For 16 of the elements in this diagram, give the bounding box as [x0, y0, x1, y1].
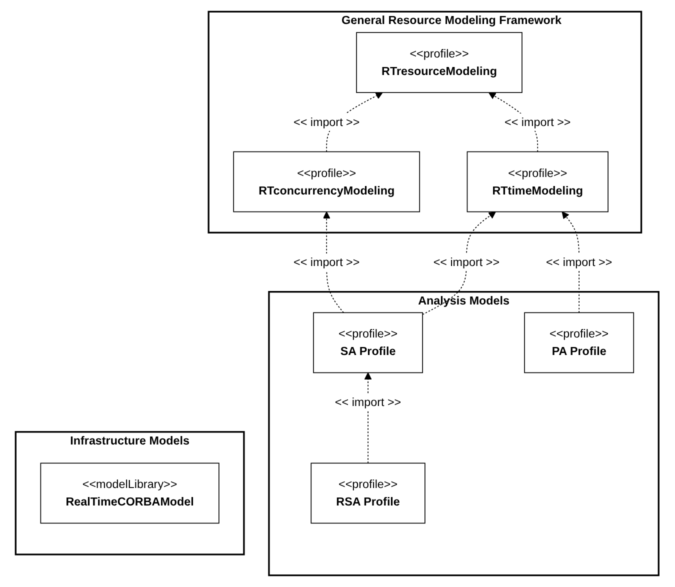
arrow [562, 211, 580, 314]
edge-label: << import >> [546, 255, 613, 268]
edge-label: << import >> [434, 255, 500, 268]
edge-label: << import >> [335, 395, 402, 409]
arrow [422, 211, 496, 315]
node-box: <<profile>> RTtimeModeling [467, 151, 609, 212]
edge-label: << import >> [294, 255, 360, 268]
arrow [323, 211, 344, 314]
node-box: <<profile>> RTconcurrencyModeling [234, 151, 420, 212]
node-box: <<profile>> RTresourceModeling [356, 32, 523, 93]
node-box: <<profile>> PA Profile [524, 312, 634, 374]
edge-label: << import >> [294, 115, 360, 128]
node-box: <<profile>> SA Profile [313, 312, 424, 374]
node-box: <<profile>> RSA Profile [311, 462, 426, 524]
node-box: <<modelLibrary>> RealTimeCORBAModel [40, 462, 220, 524]
edge-label: << import >> [504, 115, 572, 128]
